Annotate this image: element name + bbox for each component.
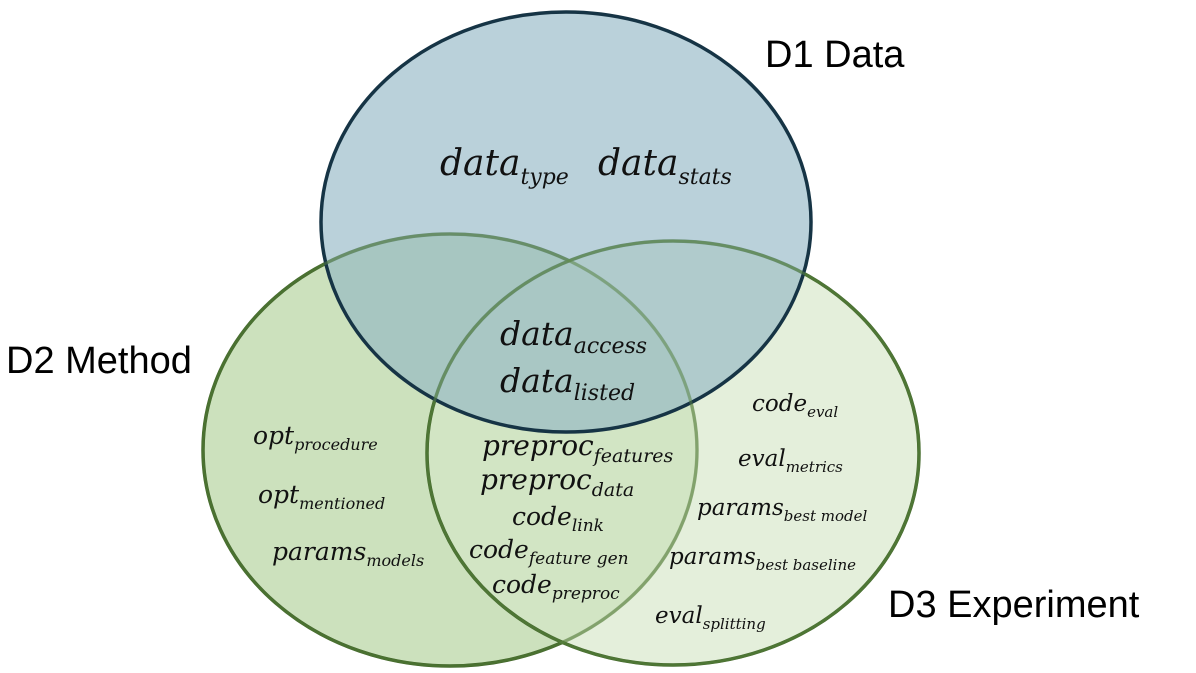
term-preproc-data: preprocdata — [480, 463, 634, 501]
term-code-feature-gen: codefeature gen — [469, 535, 629, 569]
set-label-d2: D2 Method — [6, 340, 192, 382]
term-opt-procedure: optprocedure — [253, 421, 378, 454]
term-data-stats: datastats — [598, 143, 732, 190]
term-eval-metrics: evalmetrics — [738, 446, 843, 476]
term-params-best-model: paramsbest model — [697, 495, 867, 525]
term-data-type: datatype — [440, 143, 569, 190]
term-data-access: dataaccess — [500, 314, 647, 359]
term-code-link: codelink — [512, 502, 604, 536]
set-label-d3: D3 Experiment — [888, 584, 1140, 626]
set-outline-d2-overlay — [201, 232, 699, 668]
term-data-listed: datalisted — [500, 361, 635, 406]
term-opt-mentioned: optmentioned — [258, 480, 385, 513]
term-params-best-baseline: paramsbest baseline — [669, 544, 856, 574]
set-outline-d3-overlay — [425, 239, 921, 667]
term-eval-splitting: evalsplitting — [655, 603, 766, 633]
term-code-preproc: codepreproc — [492, 570, 620, 604]
set-circle-d1-data — [319, 10, 813, 434]
set-label-d1: D1 Data — [765, 34, 905, 76]
term-code-eval: codeeval — [752, 391, 838, 421]
term-preproc-features: preprocfeatures — [482, 429, 674, 467]
term-params-models: paramsmodels — [272, 537, 424, 570]
